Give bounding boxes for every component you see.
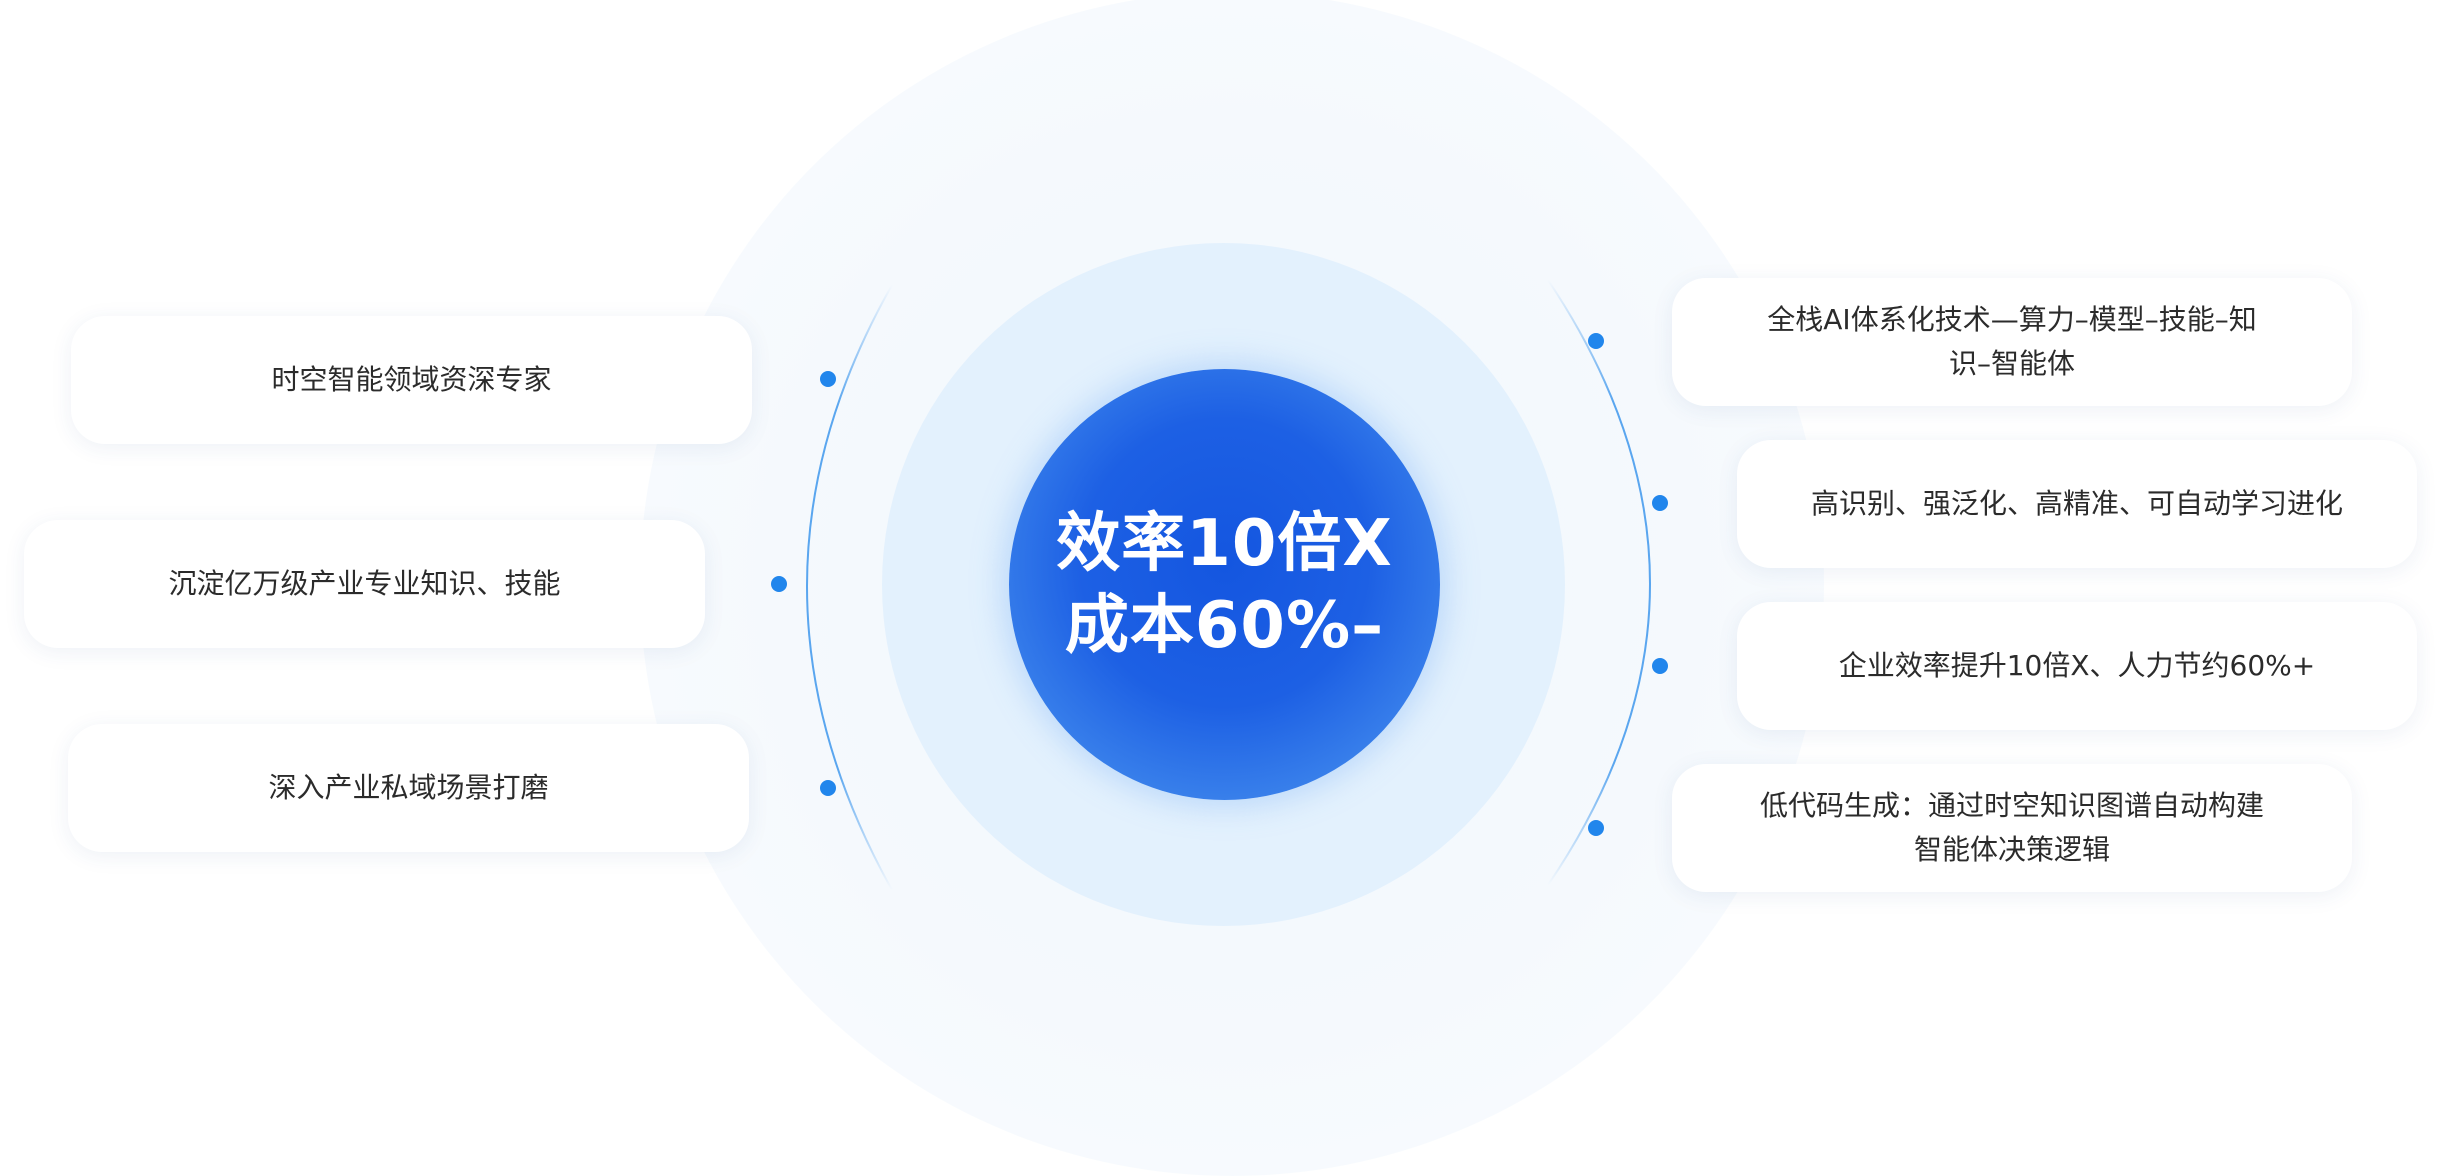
left-card-label: 时空智能领域资深专家 xyxy=(271,363,552,396)
right-card-label: 企业效率提升10倍X、人力节约60%+ xyxy=(1838,649,2316,682)
left-card-3: 深入产业私域场景打磨 xyxy=(68,724,749,852)
right-card-label: 高识别、强泛化、高精准、可自动学习进化 xyxy=(1810,487,2343,520)
left-card-2: 沉淀亿万级产业专业知识、技能 xyxy=(24,520,705,648)
right-card-label: 低代码生成：通过时空知识图谱自动构建智能体决策逻辑 xyxy=(1759,789,2264,866)
left-card-1: 时空智能领域资深专家 xyxy=(71,316,752,444)
center-title-line-2: 成本60%– xyxy=(1064,588,1385,663)
center-core-circle: 效率10倍X 成本60%– xyxy=(1009,369,1440,800)
right-card-1: 全栈AI体系化技术—算力–模型–技能–知识–智能体 xyxy=(1672,278,2352,406)
right-card-2: 高识别、强泛化、高精准、可自动学习进化 xyxy=(1737,440,2417,568)
left-card-label: 深入产业私域场景打磨 xyxy=(268,771,549,804)
left-card-label: 沉淀亿万级产业专业知识、技能 xyxy=(168,567,561,600)
right-card-3: 企业效率提升10倍X、人力节约60%+ xyxy=(1737,602,2417,730)
center-title-line-1: 效率10倍X xyxy=(1056,506,1393,581)
right-card-label: 全栈AI体系化技术—算力–模型–技能–知识–智能体 xyxy=(1767,303,2257,380)
right-card-4: 低代码生成：通过时空知识图谱自动构建智能体决策逻辑 xyxy=(1672,764,2352,892)
